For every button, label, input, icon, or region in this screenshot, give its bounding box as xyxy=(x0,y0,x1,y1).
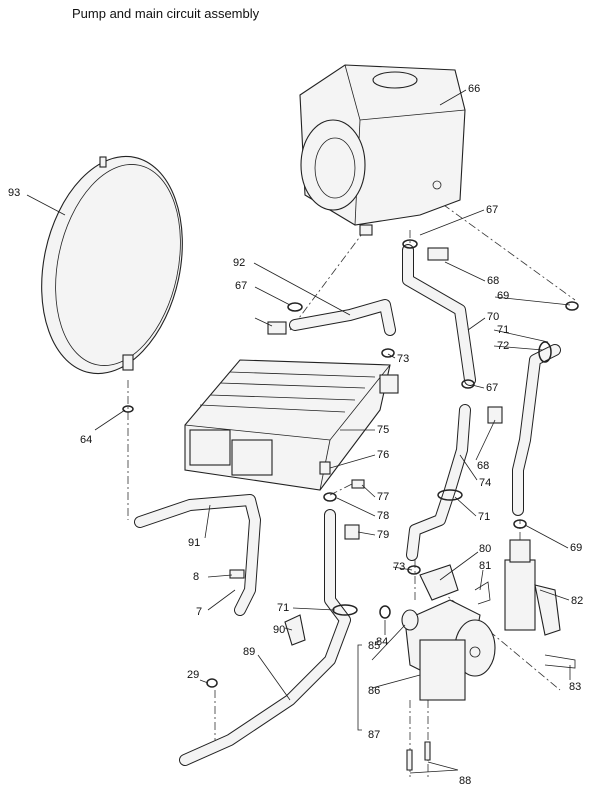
callout-85: 85 xyxy=(368,640,380,652)
callout-86: 86 xyxy=(368,685,380,697)
callout-89: 89 xyxy=(243,646,255,658)
callout-73: 73 xyxy=(397,353,409,365)
callout-93: 93 xyxy=(8,187,20,199)
callout-75: 75 xyxy=(377,424,389,436)
callout-71: 71 xyxy=(277,602,289,614)
callout-92: 92 xyxy=(233,257,245,269)
callout-71: 71 xyxy=(497,324,509,336)
callout-81: 81 xyxy=(479,560,491,572)
part-82-valve xyxy=(504,539,561,636)
callout-71: 71 xyxy=(478,511,490,523)
pipes xyxy=(134,244,561,766)
part-75-heat-exchanger xyxy=(184,359,399,491)
callout-76: 76 xyxy=(377,449,389,461)
callout-67: 67 xyxy=(486,204,498,216)
callout-73: 73 xyxy=(393,561,405,573)
pump-assembly xyxy=(401,564,496,771)
callout-70: 70 xyxy=(487,311,499,323)
callout-67: 67 xyxy=(235,280,247,292)
callout-84: 84 xyxy=(376,636,388,648)
callout-74: 74 xyxy=(479,477,491,489)
page-title: Pump and main circuit assembly xyxy=(72,6,260,21)
callout-78: 78 xyxy=(377,510,389,522)
callout-87: 87 xyxy=(368,729,380,741)
callout-67: 67 xyxy=(486,382,498,394)
callout-79: 79 xyxy=(377,529,389,541)
callout-64: 64 xyxy=(80,434,92,446)
callout-91: 91 xyxy=(188,537,200,549)
callout-88: 88 xyxy=(459,775,471,787)
callout-82: 82 xyxy=(571,595,583,607)
callout-68: 68 xyxy=(487,275,499,287)
seals-and-clips xyxy=(122,239,579,688)
callout-69: 69 xyxy=(497,290,509,302)
callout-69: 69 xyxy=(570,542,582,554)
callout-66: 66 xyxy=(468,83,480,95)
callout-72: 72 xyxy=(497,340,509,352)
callout-8: 8 xyxy=(193,571,199,583)
callout-77: 77 xyxy=(377,491,389,503)
part-93-expansion-vessel xyxy=(41,155,183,375)
callout-90: 90 xyxy=(273,624,285,636)
leader-lines xyxy=(26,89,571,774)
callout-29: 29 xyxy=(187,669,199,681)
part-66-housing xyxy=(299,64,466,236)
callout-7: 7 xyxy=(196,606,202,618)
callout-83: 83 xyxy=(569,681,581,693)
callout-80: 80 xyxy=(479,543,491,555)
callout-68: 68 xyxy=(477,460,489,472)
callout-labels: 66 93 67 92 68 67 69 70 71 72 73 67 64 7… xyxy=(8,83,583,787)
